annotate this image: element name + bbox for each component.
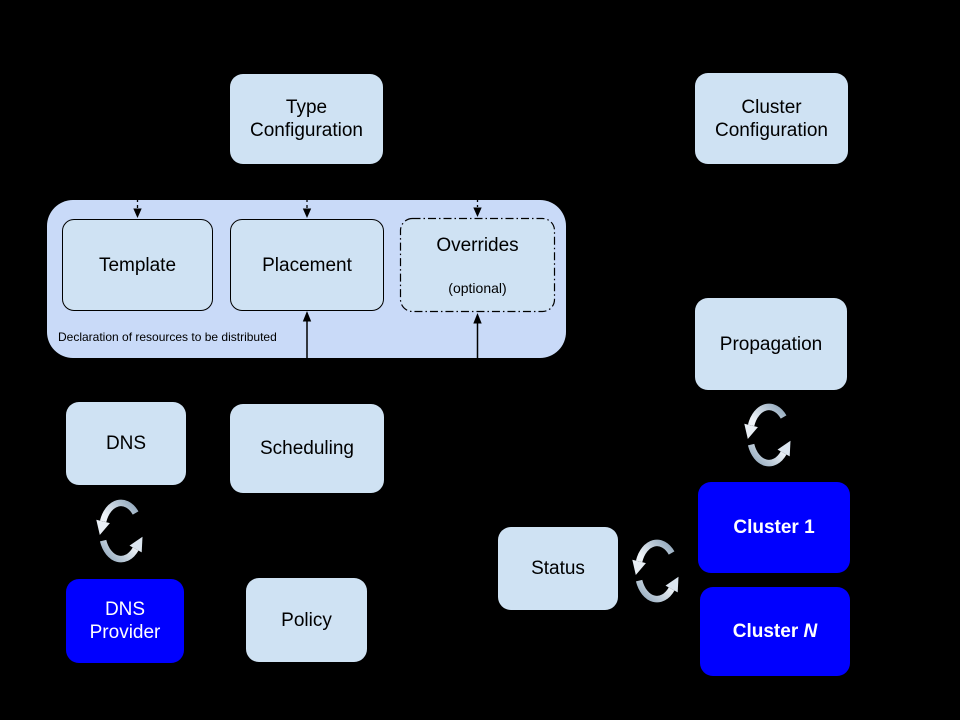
policy-label: Policy	[281, 609, 332, 631]
cluster-n-italic: N	[803, 621, 818, 642]
propagation-node: Propagation	[695, 298, 847, 390]
overrides-node: Overrides (optional)	[401, 219, 554, 311]
sync-arrows-icon	[744, 403, 791, 467]
cluster-n-label: Cluster N	[733, 620, 817, 643]
sync-arrows-icon	[96, 499, 143, 563]
placement-label: Placement	[262, 254, 352, 276]
scheduling-label: Scheduling	[259, 438, 355, 459]
template-node: Template	[62, 219, 213, 311]
dns-label: DNS	[105, 433, 147, 454]
cluster-1-label: Cluster 1	[733, 517, 815, 538]
cluster-n-prefix: Cluster	[732, 621, 804, 642]
placement-node: Placement	[230, 219, 384, 311]
template-label: Template	[98, 254, 177, 276]
overrides-label: Overrides	[436, 234, 519, 256]
type-configuration-label: Type Configuration	[249, 97, 364, 141]
resource-declaration-caption: Declaration of resources to be distribut…	[58, 330, 277, 344]
propagation-label: Propagation	[719, 333, 823, 355]
policy-node: Policy	[246, 578, 367, 662]
type-configuration-node: Type Configuration	[230, 74, 383, 164]
dns-provider-node: DNS Provider	[66, 579, 184, 663]
cluster-1-node: Cluster 1	[698, 482, 850, 573]
status-node: Status	[498, 527, 618, 610]
status-label: Status	[531, 558, 585, 579]
overrides-sublabel: (optional)	[448, 279, 507, 296]
cluster-configuration-label: Cluster Configuration	[714, 96, 829, 141]
dns-provider-label: DNS Provider	[89, 599, 161, 643]
scheduling-node: Scheduling	[230, 404, 384, 493]
dns-node: DNS	[66, 402, 186, 485]
cluster-configuration-node: Cluster Configuration	[695, 73, 848, 164]
cluster-n-node: Cluster N	[700, 587, 850, 676]
sync-arrows-icon	[632, 539, 679, 603]
overrides-label-wrap: Overrides (optional)	[436, 212, 518, 319]
